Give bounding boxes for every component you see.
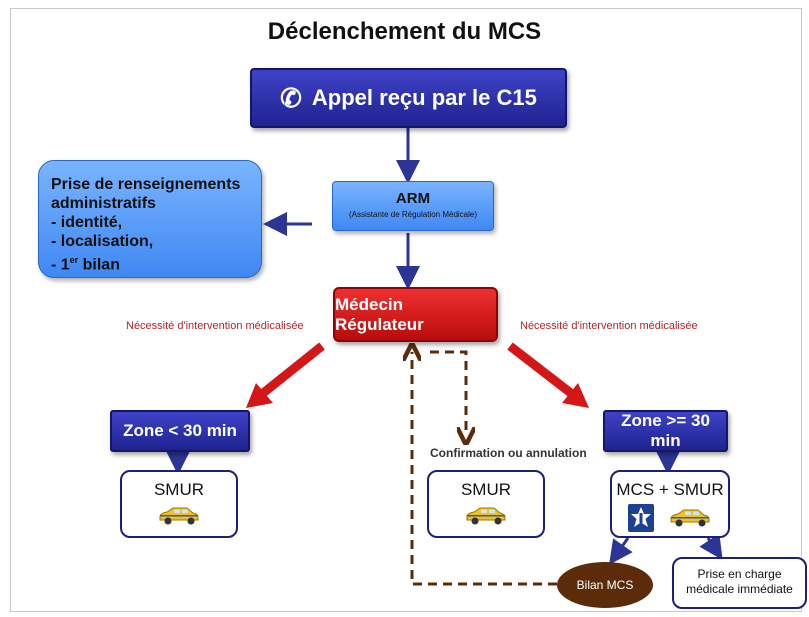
necessity-label-right: Nécessité d'intervention médicalisée: [520, 320, 698, 332]
info-line-3: - identité,: [51, 214, 123, 231]
arrow-medecin-to-zone-left: [246, 342, 325, 408]
info-line-2: administratifs: [51, 195, 156, 212]
diagram-frame: [10, 8, 802, 612]
arrow-mcs-to-bilan: [609, 537, 633, 565]
phone-icon: ✆: [280, 82, 302, 113]
arrow-mcs-to-prise: [699, 533, 723, 560]
info-line-5-prefix: - 1: [51, 256, 70, 274]
mcs-smur-box: MCS + SMUR: [610, 470, 730, 538]
prise-en-charge-box: Prise en charge médicale immédiate: [672, 557, 807, 609]
necessity-label-left: Nécessité d'intervention médicalisée: [126, 320, 304, 332]
smur-left-box: SMUR: [120, 470, 238, 538]
arrow-medecin-to-zone-right: [507, 342, 589, 408]
ambulance-car-icon: [466, 507, 506, 525]
zone-right-box: Zone >= 30 min: [603, 410, 728, 452]
medecin-regulateur-box: Médecin Régulateur: [333, 287, 498, 342]
confirmation-label: Confirmation ou annulation: [430, 446, 587, 460]
dashed-arrow-medecin-to-confirmation: [430, 350, 466, 436]
diagram-title: Déclenchement du MCS: [267, 18, 542, 45]
arm-title: ARM: [395, 190, 431, 207]
smur-left-label: SMUR: [153, 480, 205, 499]
appel-box: ✆ Appel reçu par le C15: [250, 68, 567, 128]
star-of-life-icon: [628, 504, 654, 532]
info-line-5: - 1er bilan: [51, 251, 261, 274]
arm-box: ARM (Assistante de Régulation Médicale): [332, 181, 494, 231]
info-line-5-suffix: bilan: [78, 256, 120, 274]
info-box: Prise de renseignements administratifs -…: [38, 160, 262, 278]
mcs-smur-label: MCS + SMUR: [616, 480, 724, 499]
bilan-mcs-ellipse: Bilan MCS: [557, 562, 653, 608]
prise-line-1: Prise en charge: [697, 567, 782, 581]
ambulance-car-icon: [670, 509, 710, 527]
smur-middle-box: SMUR: [427, 470, 545, 538]
appel-label: Appel reçu par le C15: [311, 85, 537, 110]
zone-left-box: Zone < 30 min: [110, 410, 250, 452]
smur-middle-label: SMUR: [460, 480, 512, 499]
info-line-1: Prise de renseignements: [51, 176, 241, 193]
dashed-arrow-bilan-to-medecin: [412, 352, 557, 586]
info-line-4: - localisation,: [51, 233, 154, 250]
arm-subtitle: (Assistante de Régulation Médicale): [348, 210, 478, 219]
ambulance-car-icon: [159, 507, 199, 525]
prise-line-2: médicale immédiate: [686, 582, 793, 596]
info-line-5-sup: er: [69, 255, 79, 265]
